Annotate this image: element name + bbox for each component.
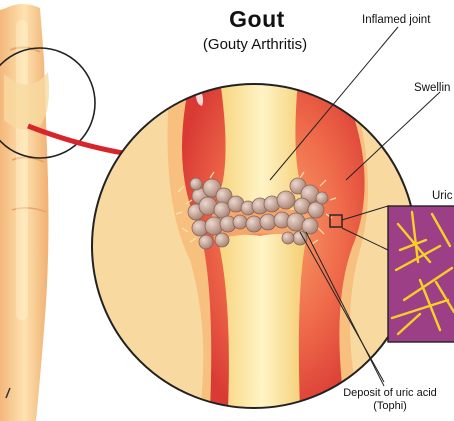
diagram-subtitle: (Gouty Arthritis) xyxy=(160,36,350,53)
label-swelling: Swellin xyxy=(414,82,450,94)
label-deposit: Deposit of uric acid (Tophi) xyxy=(325,387,454,413)
finger-illustration xyxy=(0,4,49,421)
label-inflamed-joint: Inflamed joint xyxy=(362,14,430,26)
label-deposit-line2: (Tophi) xyxy=(325,400,454,413)
diagram-title: Gout xyxy=(182,6,332,33)
label-uric: Uric xyxy=(432,190,452,202)
label-deposit-line1: Deposit of uric acid xyxy=(325,387,454,400)
